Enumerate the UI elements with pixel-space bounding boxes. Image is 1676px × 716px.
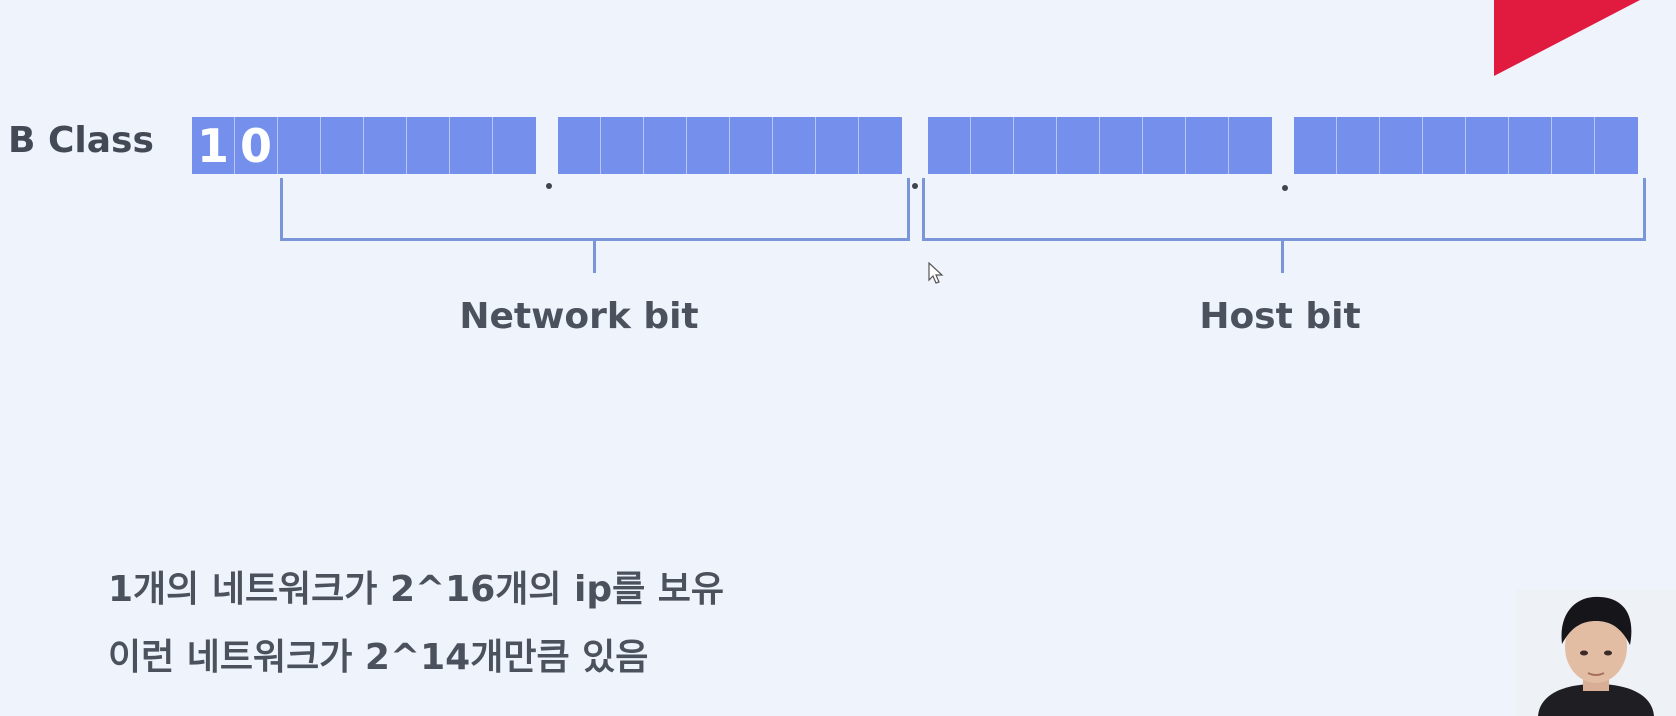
bit-cell — [1100, 117, 1143, 174]
bit-cell — [364, 117, 407, 174]
bit-cell — [644, 117, 687, 174]
bit-cell — [1143, 117, 1186, 174]
note-line-2: 이런 네트워크가 2^14개만큼 있음 — [108, 637, 649, 678]
bit-cell — [1509, 117, 1552, 174]
bit-cell — [321, 117, 364, 174]
octet-separator-dot — [912, 183, 918, 189]
host-bit-label: Host bit — [1199, 296, 1361, 337]
note-line-1: 1개의 네트워크가 2^16개의 ip를 보유 — [108, 569, 725, 610]
bit-cell — [450, 117, 493, 174]
bit-cell — [687, 117, 730, 174]
octet-separator-dot — [1282, 185, 1288, 191]
network-bracket — [280, 178, 910, 276]
bit-cell — [928, 117, 971, 174]
bit-cell — [816, 117, 859, 174]
bit-cell — [773, 117, 816, 174]
presenter-avatar — [1516, 589, 1676, 716]
bit-cell — [558, 117, 601, 174]
octet-separator-dot — [546, 183, 552, 189]
octet-4 — [1294, 117, 1638, 174]
bit-cell — [1380, 117, 1423, 174]
red-triangle-decoration — [1494, 0, 1640, 76]
bit-cell — [1057, 117, 1100, 174]
bit-cell — [278, 117, 321, 174]
presenter-webcam — [1516, 589, 1676, 716]
host-bracket — [922, 178, 1646, 276]
octet-2 — [558, 117, 902, 174]
bit-cell — [1466, 117, 1509, 174]
bit-cell — [1014, 117, 1057, 174]
octet-1: 1 0 — [192, 117, 536, 174]
bit-cell — [730, 117, 773, 174]
bit-cell — [971, 117, 1014, 174]
bit-cell — [1294, 117, 1337, 174]
bit-cell — [1552, 117, 1595, 174]
bit-cell — [859, 117, 902, 174]
network-bit-label: Network bit — [459, 296, 699, 337]
bit-cell — [493, 117, 536, 174]
mouse-cursor-icon — [928, 262, 944, 284]
bit-cell — [1595, 117, 1638, 174]
bit-cell — [1423, 117, 1466, 174]
class-label: B Class — [8, 120, 154, 161]
bit-cell — [1186, 117, 1229, 174]
bit-1: 1 — [192, 117, 235, 174]
bit-cell — [1229, 117, 1272, 174]
octet-3 — [928, 117, 1272, 174]
bit-cell — [1337, 117, 1380, 174]
bit-2: 0 — [235, 117, 278, 174]
bit-cell — [407, 117, 450, 174]
bit-cell — [601, 117, 644, 174]
